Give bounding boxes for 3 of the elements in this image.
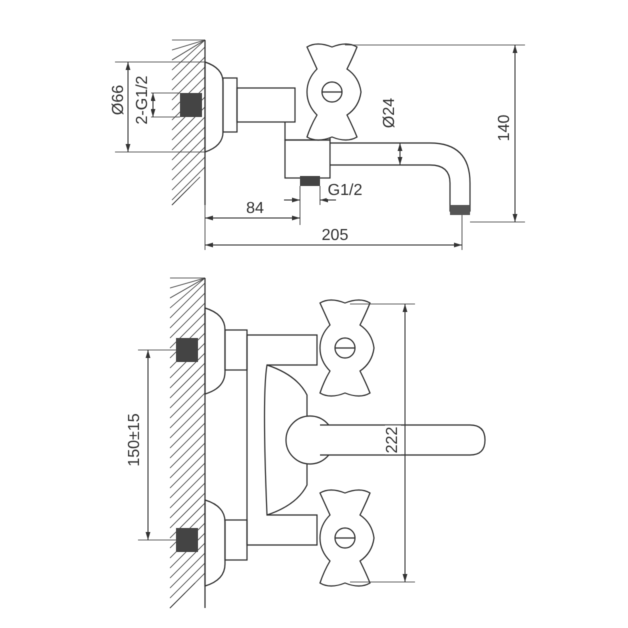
- dimension-label: 2-G1/2: [135, 74, 151, 126]
- dimension-label: G1/2: [326, 183, 364, 199]
- dimension-label: 222: [385, 426, 401, 454]
